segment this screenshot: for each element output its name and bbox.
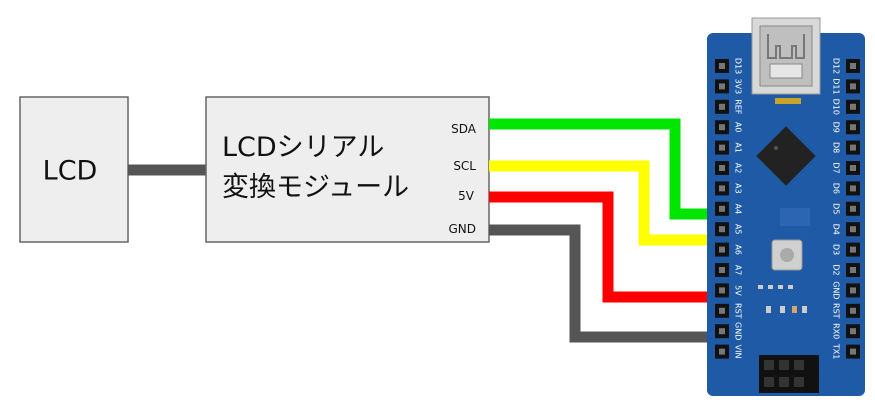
header-pin-hole <box>719 328 725 335</box>
right-pin-header <box>846 59 860 359</box>
module-title-line2: 変換モジュール <box>222 172 409 203</box>
reset-button <box>771 239 803 271</box>
pin-label: 5V <box>734 285 743 296</box>
header-pin-hole <box>719 103 725 110</box>
pin-label: D8 <box>832 142 841 153</box>
header-pin-hole <box>850 205 856 212</box>
header-pin-hole <box>850 124 856 131</box>
header-pin-hole <box>719 124 725 131</box>
header-pin-hole <box>719 226 725 233</box>
header-pin-hole <box>719 165 725 171</box>
module-title-line1: LCDシリアル <box>222 132 384 163</box>
pin-label: RX0 <box>832 323 841 339</box>
pin-label: D10 <box>832 99 841 115</box>
pin-label: D4 <box>832 224 841 235</box>
pin-label: 3V3 <box>734 79 743 95</box>
icsp-header <box>759 355 819 393</box>
pin-label-5v: 5V <box>458 189 475 203</box>
header-pin-hole <box>719 205 725 212</box>
pin-label: GND <box>734 322 743 340</box>
pin-label: A0 <box>734 122 743 133</box>
pin-label: TX1 <box>832 343 841 359</box>
pin-label: D3 <box>832 244 841 255</box>
lcd-label: LCD <box>43 156 98 187</box>
header-pin-hole <box>850 246 856 253</box>
board-logo-area <box>780 208 810 226</box>
pin-label: REF <box>734 99 743 115</box>
smd-components <box>758 285 807 313</box>
pin-label: RST <box>734 303 743 319</box>
pin-label: D7 <box>832 162 841 173</box>
pin-label: D5 <box>832 203 841 214</box>
header-pin-hole <box>850 83 856 90</box>
pin-label: D12 <box>832 58 841 74</box>
header-pin-hole <box>719 307 725 314</box>
pin-label-sda: SDA <box>451 122 477 136</box>
header-pin-hole <box>719 83 725 90</box>
serial-module-box: LCDシリアル 変換モジュール SDA SCL 5V GND <box>205 96 490 243</box>
header-pin-hole <box>719 348 725 355</box>
header-pin-hole <box>719 246 725 253</box>
header-pin-hole <box>719 185 725 192</box>
header-pin-hole <box>850 307 856 314</box>
pin-label: D6 <box>832 183 841 194</box>
header-pin-hole <box>850 185 856 192</box>
lcd-box: LCD <box>19 96 129 243</box>
pin-label: A3 <box>734 183 743 194</box>
usb-connector <box>751 17 821 104</box>
pin-label: A5 <box>734 224 743 235</box>
pin-label: D9 <box>832 122 841 133</box>
header-pin-hole <box>850 287 856 294</box>
gnd-wire <box>489 224 722 343</box>
pin-label: D13 <box>734 58 743 74</box>
pin-label: A6 <box>734 244 743 255</box>
pin-label: A1 <box>734 142 743 153</box>
pin-label-scl: SCL <box>453 159 476 173</box>
header-pin-hole <box>850 328 856 335</box>
header-pin-hole <box>719 287 725 294</box>
header-pin-hole <box>850 63 856 69</box>
pin-label-gnd: GND <box>448 222 476 236</box>
wires <box>489 118 722 343</box>
header-pin-hole <box>719 267 725 273</box>
microcontroller-chip <box>756 126 816 186</box>
pin-label: A7 <box>734 265 743 276</box>
header-pin-hole <box>719 144 725 151</box>
header-pin-hole <box>850 144 856 151</box>
pin-label: D2 <box>832 264 841 275</box>
header-pin-hole <box>850 348 856 355</box>
scl-wire <box>489 160 722 246</box>
pin-label: D11 <box>832 78 841 94</box>
5v-wire <box>489 191 722 303</box>
pin-label: GND <box>832 281 841 299</box>
header-pin-hole <box>850 267 856 273</box>
header-pin-hole <box>850 226 856 233</box>
pin-label: A4 <box>734 204 743 215</box>
header-pin-hole <box>719 63 725 69</box>
header-pin-hole <box>850 165 856 171</box>
left-pin-header <box>715 59 729 359</box>
pin-label: RST <box>832 303 841 319</box>
sda-wire <box>489 118 722 220</box>
pin-label: VIN <box>734 345 743 359</box>
pin-label: A2 <box>734 163 743 174</box>
header-pin-hole <box>850 103 856 110</box>
